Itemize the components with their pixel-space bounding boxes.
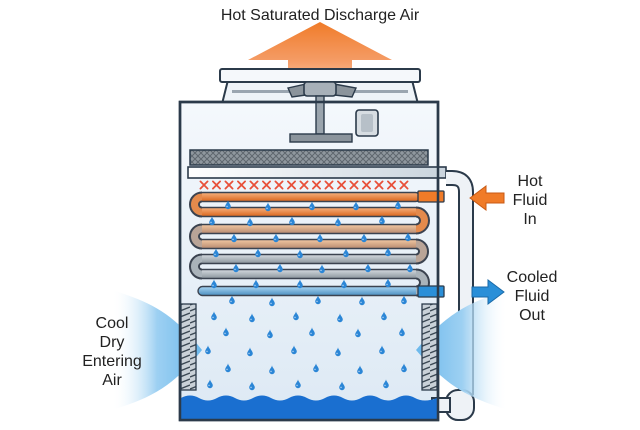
spray-x-mark bbox=[374, 180, 384, 190]
recirculation-pipe bbox=[431, 170, 475, 421]
heat-exchange-coil bbox=[189, 191, 430, 297]
spray-x-mark bbox=[337, 180, 346, 190]
spray-x-mark bbox=[349, 180, 359, 190]
spray-x-mark bbox=[312, 180, 321, 190]
spray-x-mark bbox=[299, 180, 309, 190]
cooled-fluid-line-1: Cooled bbox=[506, 269, 558, 286]
fan-drive-belt bbox=[289, 133, 353, 143]
fan-hub bbox=[303, 81, 337, 97]
hot-fluid-in-label: Hot Fluid In bbox=[500, 172, 560, 229]
spray-x-mark bbox=[224, 180, 234, 190]
spray-x-mark bbox=[212, 180, 221, 190]
hot-fluid-line-1: Hot bbox=[517, 173, 543, 190]
spray-x-mark bbox=[362, 180, 371, 190]
cool-air-line-2: Dry bbox=[99, 334, 125, 351]
cooled-fluid-line-2: Fluid bbox=[514, 288, 550, 305]
coil-tube bbox=[197, 268, 421, 280]
spray-x-mark bbox=[287, 180, 296, 190]
spray-x-mark bbox=[387, 180, 396, 190]
sump-basin bbox=[178, 100, 440, 422]
cool-air-arrow-left bbox=[112, 290, 202, 410]
spray-nozzles bbox=[199, 180, 409, 190]
cool-air-line-4: Air bbox=[102, 372, 122, 389]
cool-air-arrow-right bbox=[416, 290, 508, 410]
air-inlet-louver-left bbox=[180, 303, 197, 391]
coil-tube bbox=[197, 223, 421, 235]
spray-x-mark bbox=[274, 180, 284, 190]
cooled-fluid-out-label: Cooled Fluid Out bbox=[494, 268, 570, 325]
cooled-fluid-outlet-nozzle bbox=[417, 285, 445, 298]
cooled-fluid-line-3: Out bbox=[519, 307, 545, 324]
spray-x-mark bbox=[237, 180, 246, 190]
cool-air-line-3: Entering bbox=[82, 353, 142, 370]
discharge-air-text: Hot Saturated Discharge Air bbox=[220, 7, 420, 24]
hot-fluid-inlet-nozzle bbox=[417, 190, 445, 203]
spray-x-mark bbox=[262, 180, 271, 190]
fan-stack bbox=[219, 68, 421, 105]
spray-x-mark bbox=[249, 180, 259, 190]
coil-tube bbox=[197, 191, 421, 203]
cool-dry-air-label: Cool Dry Entering Air bbox=[62, 314, 162, 390]
drift-eliminator bbox=[189, 149, 429, 166]
hot-discharge-arrow bbox=[248, 22, 392, 108]
coil-tube bbox=[197, 206, 421, 218]
spray-x-mark bbox=[399, 180, 409, 190]
cool-air-line-1: Cool bbox=[95, 315, 129, 332]
discharge-air-label: Hot Saturated Discharge Air bbox=[160, 6, 480, 25]
hot-fluid-in-arrow bbox=[469, 185, 505, 211]
cooled-fluid-out-arrow bbox=[471, 279, 505, 305]
hot-fluid-line-3: In bbox=[523, 211, 537, 228]
coil-tube bbox=[197, 285, 421, 297]
spray-x-mark bbox=[324, 180, 334, 190]
coil-tube bbox=[197, 238, 421, 250]
spray-x-mark bbox=[199, 180, 209, 190]
hot-fluid-line-2: Fluid bbox=[512, 192, 548, 209]
air-inlet-louver-right bbox=[421, 303, 438, 391]
spray-header bbox=[187, 166, 447, 179]
